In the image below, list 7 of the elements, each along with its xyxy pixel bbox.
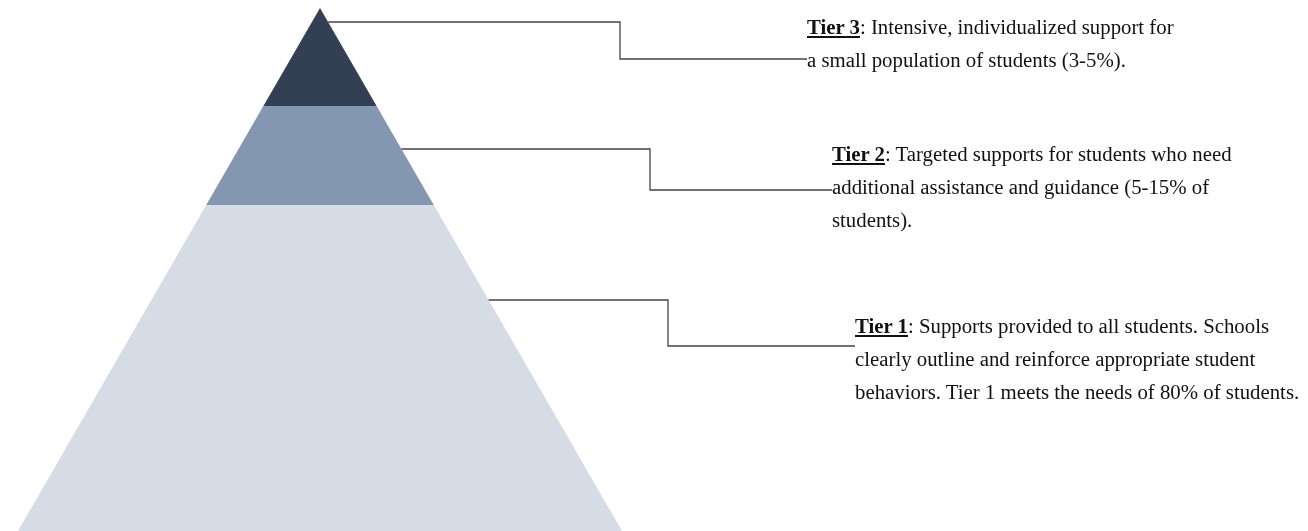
connector-line — [488, 299, 856, 347]
connector-line — [327, 21, 808, 60]
pyramid-tier — [17, 205, 623, 531]
tier-description: Tier 1: Supports provided to all students. Schools clearly outline and reinforce appropriate student behaviors. Tier 1 meets the needs of 80% of students. — [855, 309, 1308, 408]
connector-line — [400, 148, 833, 191]
tier-description: Tier 2: Targeted supports for students who need additional assistance and guidance (5-15% of students). — [832, 137, 1252, 236]
tier-description: Tier 3: Intensive, individualized support for a small population of students (3-5%). — [807, 10, 1179, 76]
